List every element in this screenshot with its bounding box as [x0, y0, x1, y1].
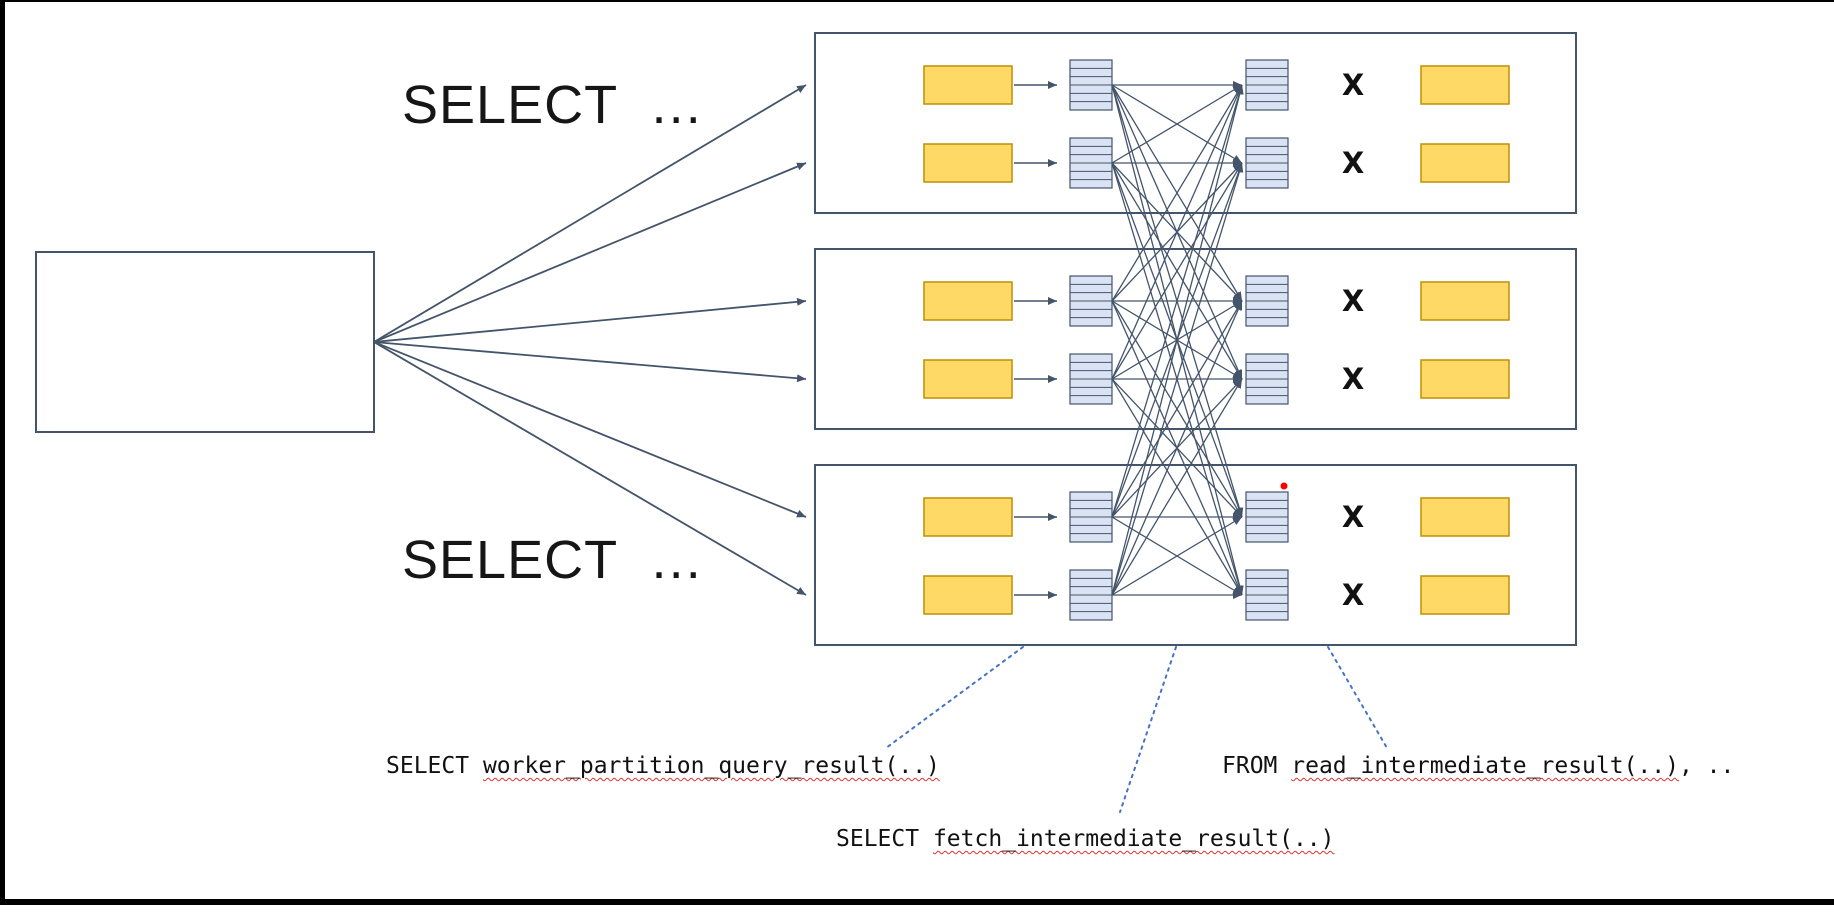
target-shard-box	[1420, 497, 1510, 537]
fan-arrows	[373, 84, 807, 596]
shuffle-arrow	[1111, 162, 1244, 596]
worker-node-box	[814, 464, 1577, 646]
target-shard-box	[1420, 65, 1510, 105]
broadcast-query-arrow	[373, 162, 807, 343]
x-marker: X	[1341, 146, 1365, 180]
worker-node-box	[814, 32, 1577, 214]
source-shard-box	[923, 575, 1013, 615]
select-query-label-bottom: SELECT …	[402, 530, 705, 590]
broadcast-query-arrow	[373, 341, 807, 383]
annotation-function: read_intermediate_result(..)	[1291, 753, 1679, 779]
callout-line-partition	[885, 646, 1024, 749]
worker-nodes	[814, 32, 1577, 646]
target-shard-box	[1420, 575, 1510, 615]
worker-node-box	[814, 248, 1577, 430]
shuffle-arrows	[1111, 81, 1244, 599]
annotation-keyword: FROM	[1222, 753, 1292, 779]
intermediate-results-icon	[1245, 275, 1289, 327]
frame-top	[0, 0, 1834, 2]
intermediate-results-icon	[1069, 353, 1113, 405]
source-shard-box	[923, 497, 1013, 537]
shuffle-arrow	[1111, 84, 1243, 302]
annotation-suffix: , ..	[1678, 753, 1735, 779]
x-marker: X	[1341, 500, 1365, 534]
intermediate-results-icon	[1069, 569, 1113, 621]
coordinator-box	[35, 251, 375, 433]
intermediate-results-icon	[1069, 491, 1113, 543]
annotation-fetch-query: SELECT fetch_intermediate_result(..)	[836, 826, 1335, 854]
intermediate-results-icon	[1245, 491, 1289, 543]
annotation-function: worker_partition_query_result(..)	[482, 753, 940, 779]
source-shard-box	[923, 143, 1013, 183]
callout-line-read	[1327, 646, 1388, 749]
intermediate-results-icon	[1245, 59, 1289, 111]
x-marker: X	[1341, 362, 1365, 396]
intermediate-results-icon	[1245, 137, 1289, 189]
annotation-read-query: FROM read_intermediate_result(..), ..	[1222, 753, 1734, 781]
callout-line-fetch	[1119, 646, 1177, 813]
intermediate-results-icon	[1245, 569, 1289, 621]
shuffle-arrow	[1111, 84, 1244, 518]
annotation-function: fetch_intermediate_result(..)	[932, 826, 1335, 852]
broadcast-query-arrow	[373, 341, 807, 518]
broadcast-query-arrow	[373, 341, 807, 596]
shuffle-arrow	[1111, 84, 1243, 164]
shuffle-arrow	[1111, 300, 1243, 596]
intermediate-results-icon	[1069, 59, 1113, 111]
annotation-keyword: SELECT	[386, 753, 483, 779]
select-query-label-top: SELECT …	[402, 75, 705, 135]
broadcast-query-arrow	[373, 297, 807, 343]
annotation-partition-query: SELECT worker_partition_query_result(..)	[386, 753, 940, 781]
red-dot	[1280, 482, 1288, 490]
callout-lines	[885, 646, 1388, 813]
target-shard-box	[1420, 143, 1510, 183]
intermediate-results-icon	[1069, 137, 1113, 189]
x-marker: X	[1341, 284, 1365, 318]
broadcast-query-arrow	[373, 84, 807, 343]
shuffle-arrow	[1111, 300, 1243, 518]
shuffle-arrow	[1111, 84, 1244, 596]
target-shard-box	[1420, 359, 1510, 399]
intermediate-results-icon	[1069, 275, 1113, 327]
shuffle-arrow	[1111, 516, 1243, 596]
shuffle-arrow	[1111, 84, 1243, 380]
shuffle-arrow	[1111, 378, 1243, 596]
shuffle-arrow	[1111, 162, 1243, 380]
frame-left	[0, 0, 5, 905]
target-shard-box	[1420, 281, 1510, 321]
source-shard-box	[923, 281, 1013, 321]
annotation-keyword: SELECT	[836, 826, 933, 852]
source-shard-box	[923, 65, 1013, 105]
intermediate-results-icon	[1245, 353, 1289, 405]
frame-bottom	[0, 899, 1834, 905]
source-shard-box	[923, 359, 1013, 399]
x-marker: X	[1341, 68, 1365, 102]
x-marker: X	[1341, 578, 1365, 612]
